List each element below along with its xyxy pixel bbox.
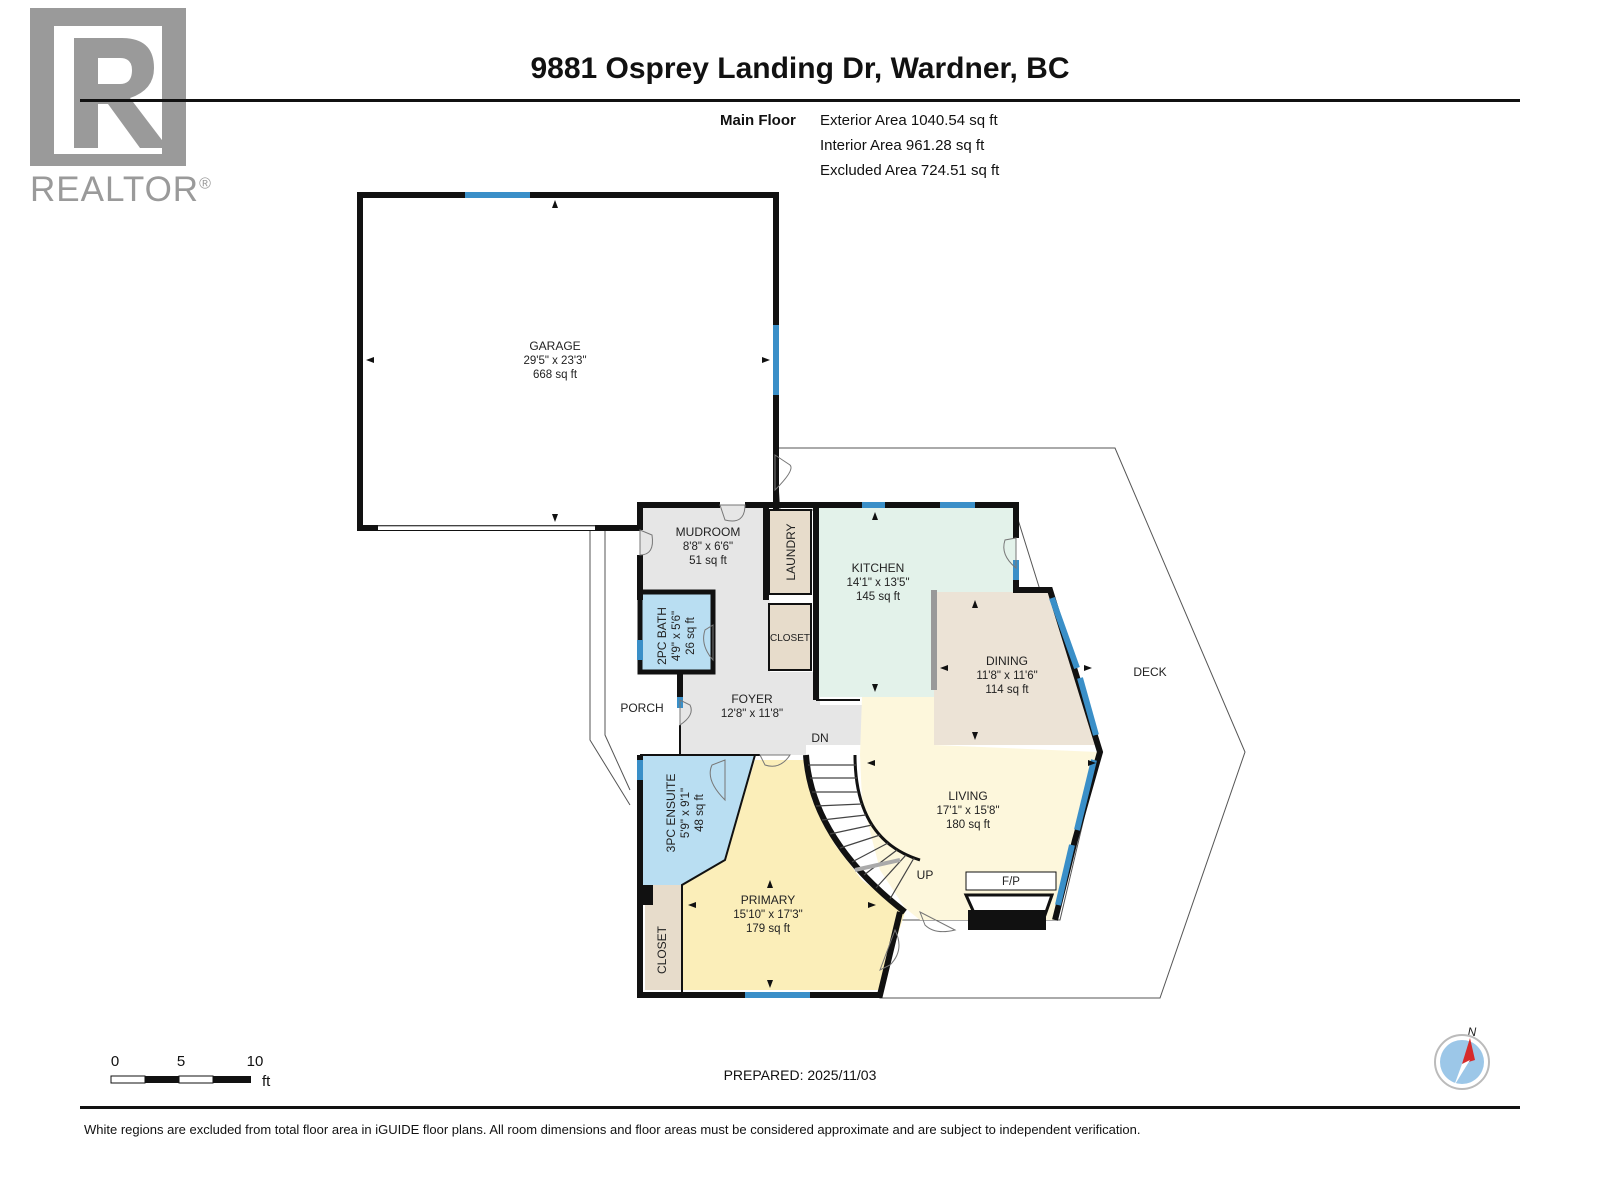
foyer-dims: 12'8" x 11'8" [721,708,783,720]
closet-name: CLOSET [655,925,669,974]
ensuite-area: 48 sq ft [694,793,706,832]
bath-2pc-labels: 2PC BATH 4'9" x 5'6" 26 sq ft [655,607,697,665]
excluded-area: Excluded Area 724.51 sq ft [820,162,1000,179]
foyer-name: FOYER [731,692,773,706]
living-area: 180 sq ft [946,819,991,831]
north-compass: N [1434,1025,1490,1090]
closet-name: CLOSET [770,633,810,644]
porch-outline [589,528,631,806]
garage-room [357,192,779,531]
door-swings [639,454,1017,972]
laundry-name: LAUNDRY [784,523,798,580]
kitchen-name: KITCHEN [852,561,905,575]
floor-label: Main Floor [720,112,796,129]
dining-room [934,592,1098,745]
ensuite-labels: 3PC ENSUITE 5'9" x 9'1" 48 sq ft [664,774,706,853]
living-name: LIVING [948,789,987,803]
bath-2pc-area: 26 sq ft [685,616,697,655]
header-rule [80,99,1520,102]
mudroom-area: 51 sq ft [689,555,728,567]
stairs-down-label: DN [811,731,828,745]
footer-rule [80,1106,1520,1109]
scale-bar: 0 5 10 ft [110,1053,271,1090]
fireplace-label: F/P [1002,876,1020,888]
bath-2pc-name: 2PC BATH [655,607,669,665]
living-dims: 17'1" x 15'8" [936,805,999,817]
dimension-arrows [366,200,1096,988]
ensuite-name: 3PC ENSUITE [664,774,678,853]
primary-dims: 15'10" x 17'3" [733,909,802,921]
dining-area: 114 sq ft [985,684,1029,696]
kitchen-area: 145 sq ft [856,591,901,603]
dining-name: DINING [986,654,1028,668]
ensuite-dims: 5'9" x 9'1" [680,788,692,838]
prepared-date: PREPARED: 2025/11/03 [723,1067,877,1083]
dining-dims: 11'8" x 11'6" [976,670,1037,682]
garage-area: 668 sq ft [533,369,578,381]
mudroom-name: MUDROOM [676,525,741,539]
bath-2pc-dims: 4'9" x 5'6" [671,611,683,661]
porch-name: PORCH [620,701,663,715]
deck-name: DECK [1133,665,1166,679]
kitchen-dims: 14'1" x 13'5" [846,577,909,589]
living-room [860,697,1098,920]
stair-wall [803,754,907,915]
compass-north-label: N [1468,1025,1477,1039]
stair-treads [808,764,915,900]
mudroom-dims: 8'8" x 6'6" [683,541,733,553]
scale-tick-label: 5 [177,1053,185,1070]
stairs-up-label: UP [917,868,934,882]
garage-name: GARAGE [529,339,580,353]
laundry-room [768,509,812,595]
scale-unit: ft [262,1073,271,1090]
scale-tick-label: 0 [111,1053,119,1070]
interior-area: Interior Area 961.28 sq ft [820,137,985,154]
exterior-area: Exterior Area 1040.54 sq ft [820,112,998,129]
realtor-wordmark: REALTOR® [30,170,212,209]
fireplace [965,871,1057,891]
windows [637,502,1099,998]
scale-tick-label: 10 [247,1053,264,1070]
page-title: 9881 Osprey Landing Dr, Wardner, BC [530,52,1070,85]
realtor-logo [30,8,186,166]
garage-dims: 29'5" x 23'3" [523,355,586,367]
primary-name: PRIMARY [741,893,795,907]
primary-area: 179 sq ft [746,923,791,935]
foyer-room [640,600,862,755]
mudroom-room [640,505,766,601]
disclaimer: White regions are excluded from total fl… [84,1122,1141,1137]
closet-room [768,603,812,671]
